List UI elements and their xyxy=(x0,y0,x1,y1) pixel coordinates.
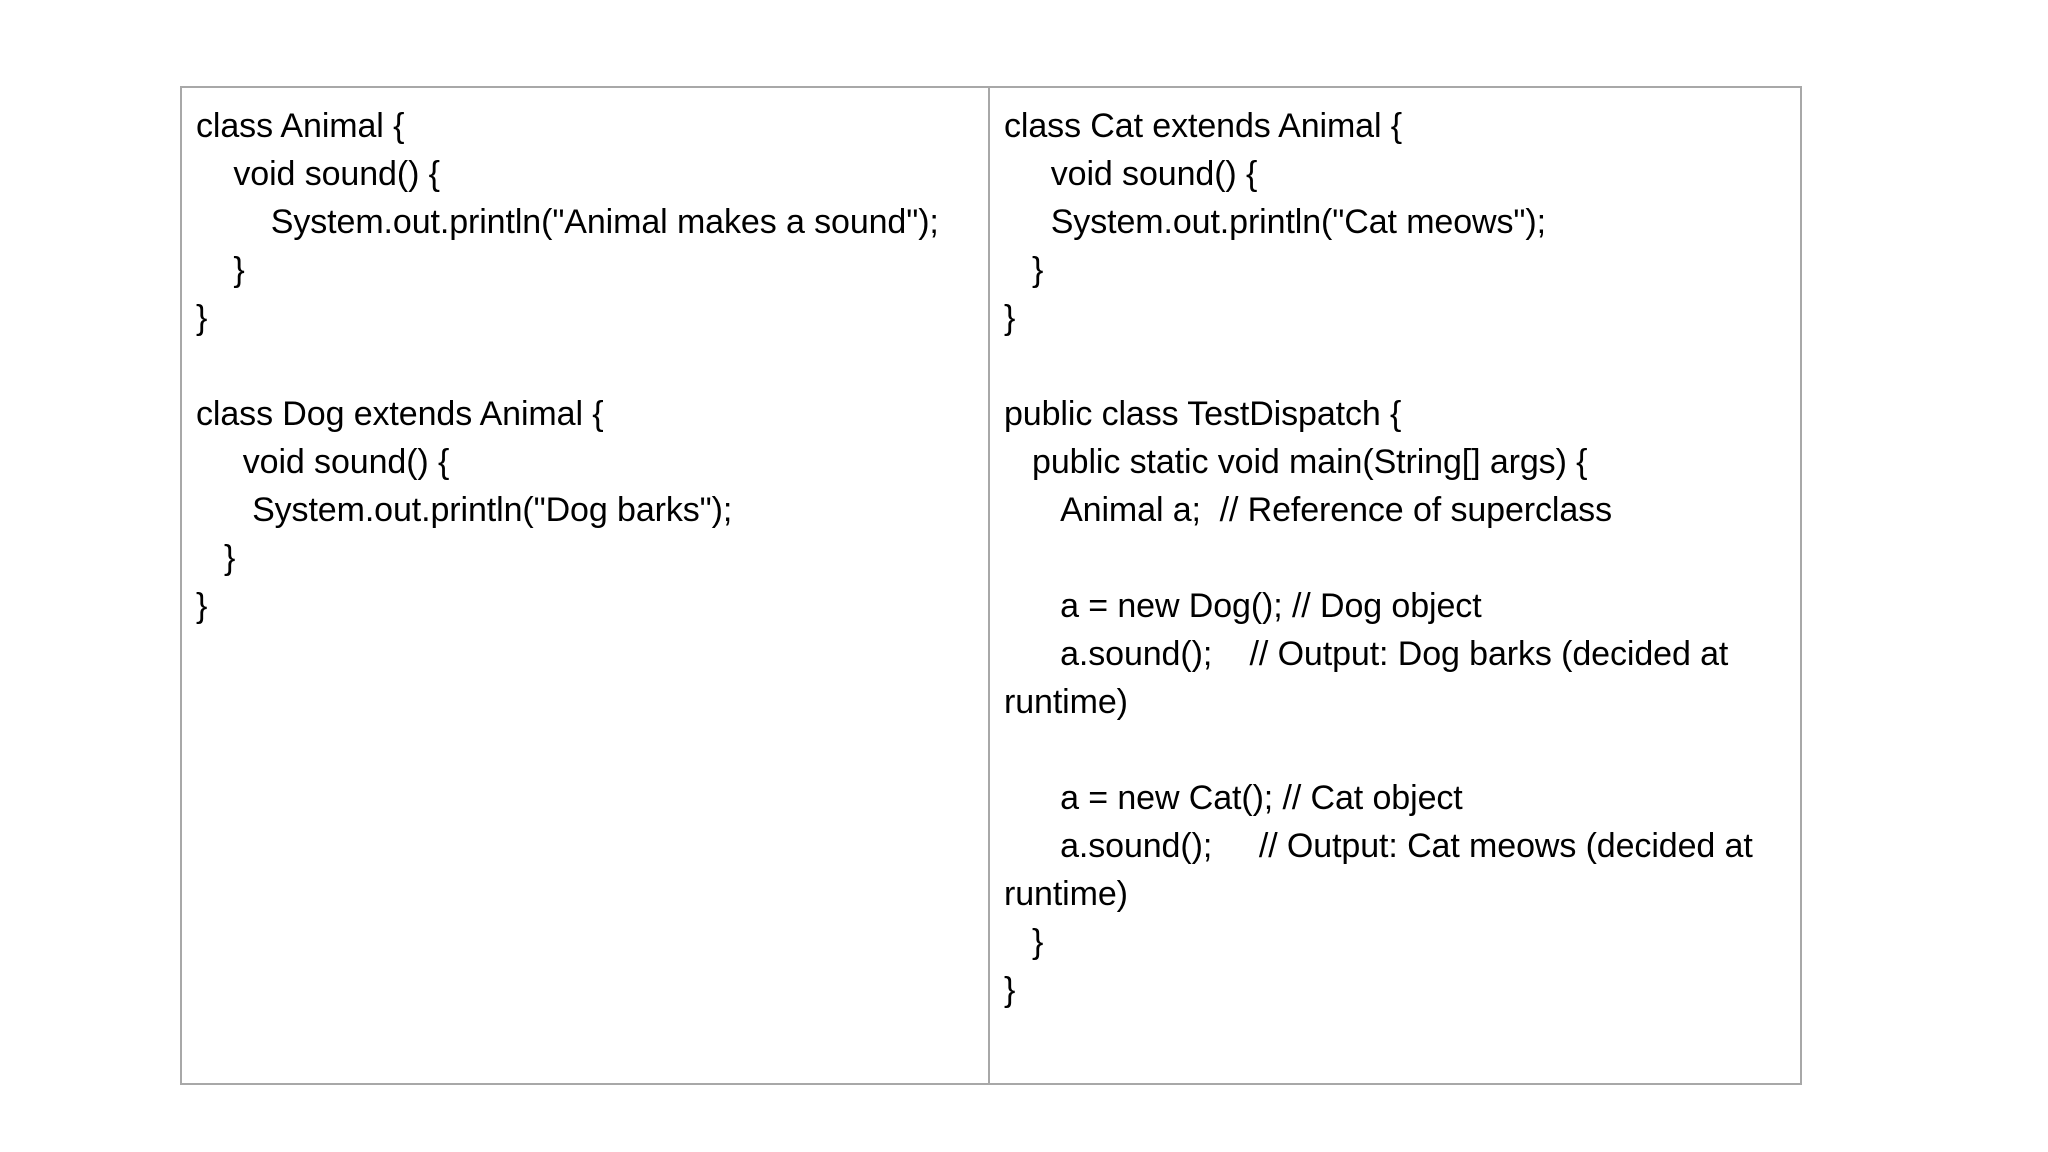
code-block-animal-dog: class Animal { void sound() { System.out… xyxy=(196,107,939,625)
code-comparison-table: class Animal { void sound() { System.out… xyxy=(180,86,1802,1085)
code-block-cat-testdispatch: class Cat extends Animal { void sound() … xyxy=(1004,107,1753,1009)
table-cell-left-animal-dog: class Animal { void sound() { System.out… xyxy=(182,88,990,1083)
table-cell-right-cat-testdispatch: class Cat extends Animal { void sound() … xyxy=(990,88,1800,1083)
